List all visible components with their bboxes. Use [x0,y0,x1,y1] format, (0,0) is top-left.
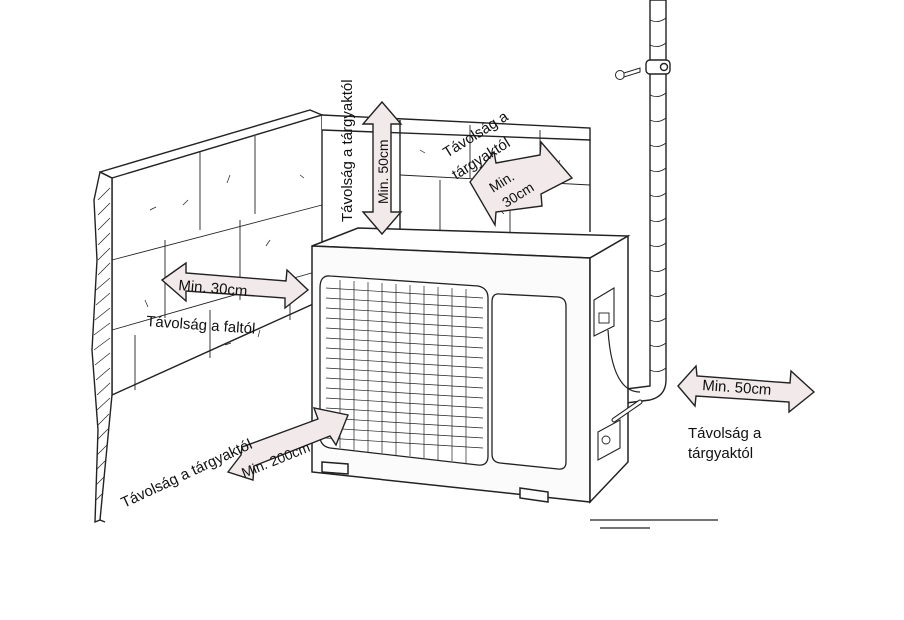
arrow-front-diagonal [226,407,349,481]
right-min-label: Min. 50cm [702,377,772,399]
top-vertical-caption: Távolság a tárgyaktól [339,79,356,222]
right-caption-line1: Távolság a [688,425,762,442]
ground-line [590,519,718,529]
arrow-right-horizontal [677,364,816,414]
wall [91,109,591,524]
left-min-label: Min. 30cm [178,277,248,300]
pipe [617,0,671,405]
arrow-top-right [469,140,574,228]
outdoor-unit [311,227,643,504]
right-caption-line2: tárgyaktól [688,445,753,462]
arrow-left-horizontal [160,261,310,310]
arrow-top-vertical [361,100,403,236]
screw-icon [615,67,641,80]
top-vertical-min-label: Min. 50cm [375,139,391,204]
